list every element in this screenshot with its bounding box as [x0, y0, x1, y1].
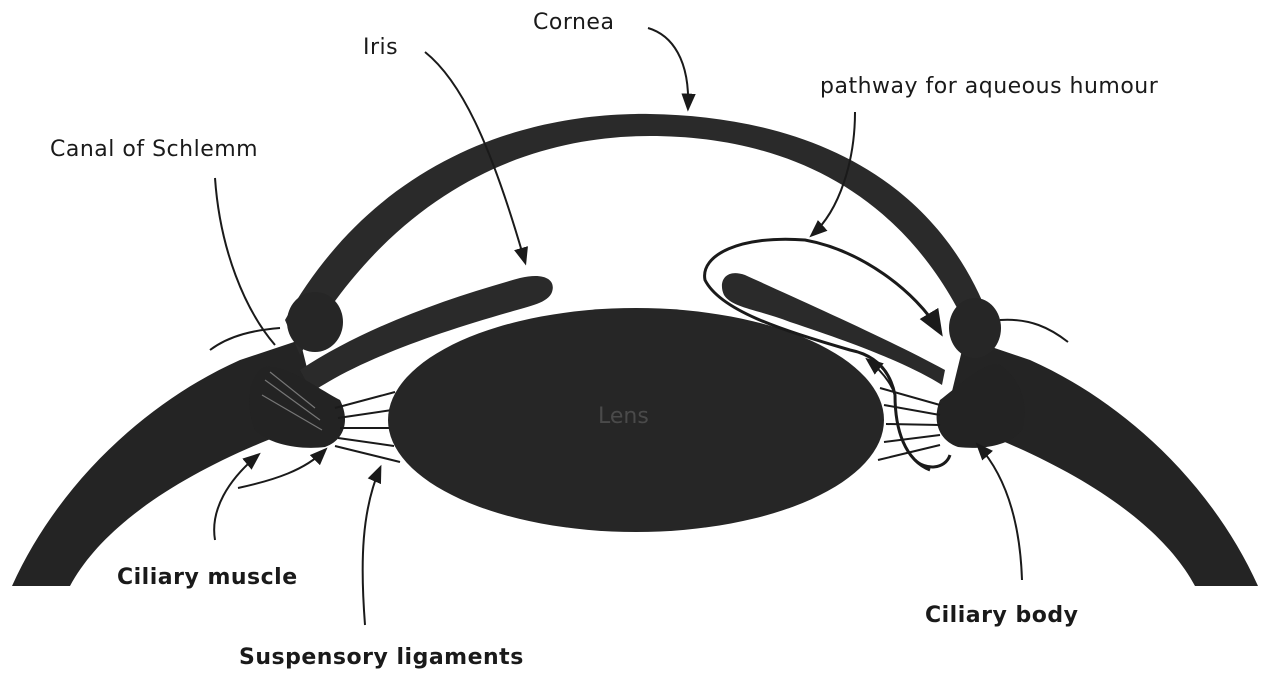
- canal-leader: [215, 178, 275, 345]
- ciliary-body-arrow: [978, 445, 1022, 580]
- label-ciliary-muscle: Ciliary muscle: [117, 565, 298, 590]
- label-cornea: Cornea: [533, 10, 614, 35]
- limbus-right: [949, 298, 1001, 358]
- ciliary-body-right: [937, 364, 1025, 447]
- aqueous-pathway-tail: [915, 455, 950, 467]
- label-ciliary-body: Ciliary body: [925, 603, 1078, 628]
- label-iris: Iris: [363, 35, 398, 60]
- limbus-left: [287, 292, 343, 352]
- label-canal-of-schlemm: Canal of Schlemm: [50, 137, 258, 162]
- label-lens: Lens: [598, 404, 649, 429]
- label-pathway: pathway for aqueous humour: [820, 74, 1158, 99]
- suspensory-ligaments-right: [878, 388, 940, 460]
- canal-vessel-right: [1000, 320, 1068, 342]
- ciliary-muscle-arrow-2: [238, 450, 325, 488]
- ciliary-muscle-arrow-1: [214, 455, 258, 540]
- cornea-arrow: [648, 28, 688, 108]
- suspensory-arrow: [363, 468, 380, 625]
- label-suspensory-ligaments: Suspensory ligaments: [239, 645, 524, 670]
